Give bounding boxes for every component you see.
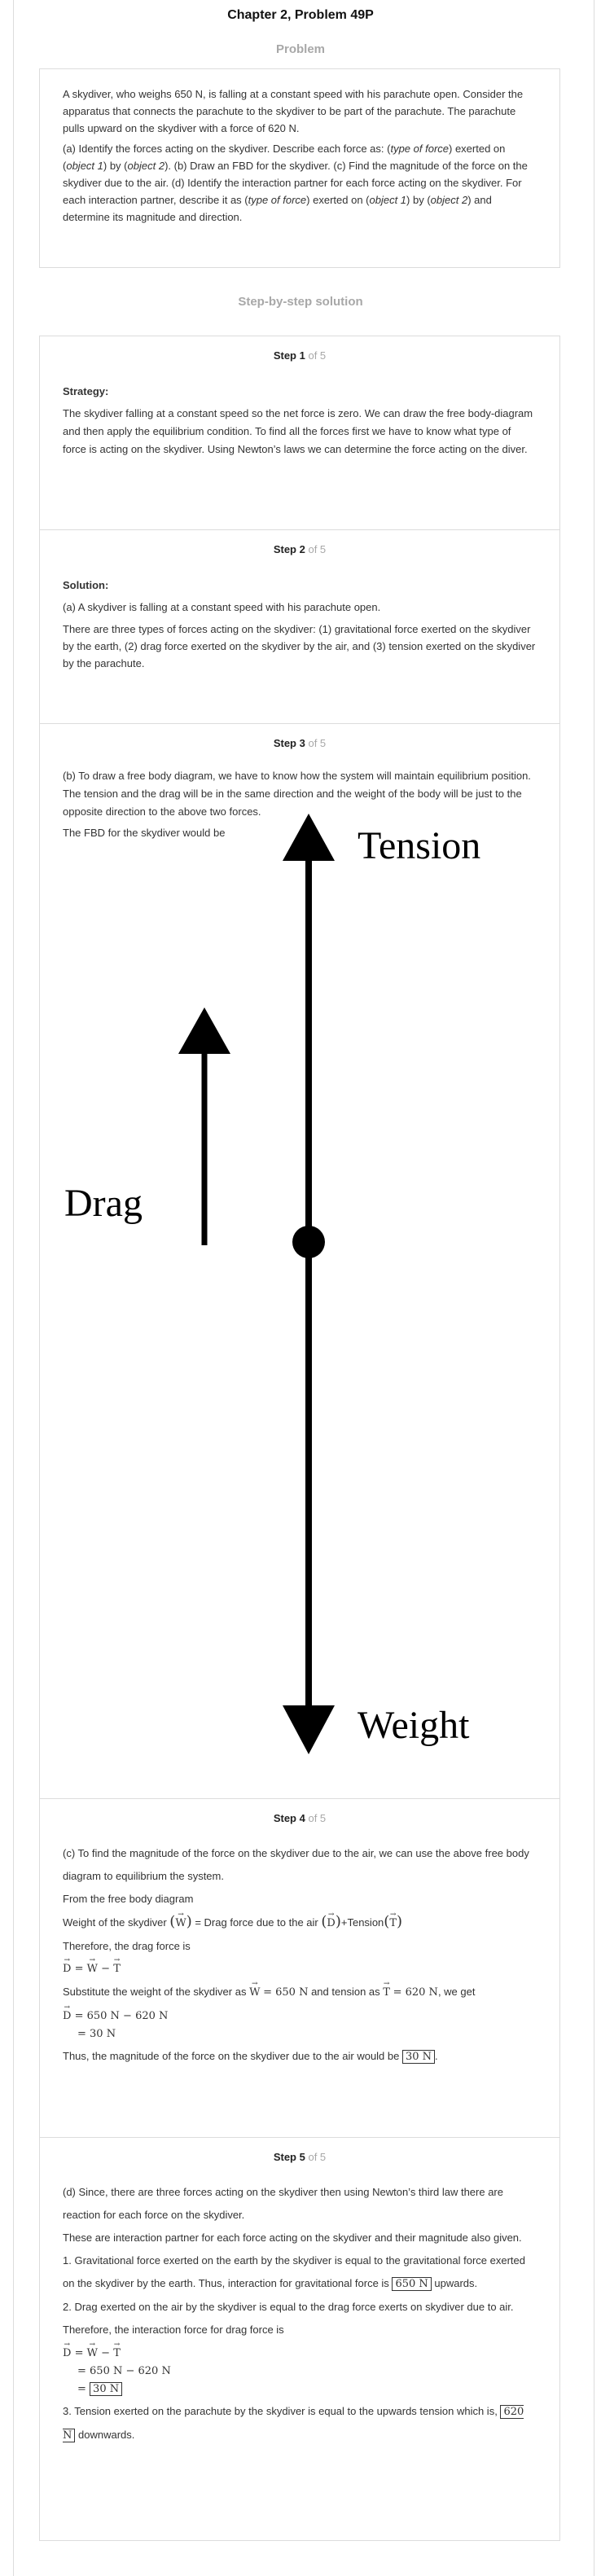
solution-box: Step 1 of 5 Strategy: The skydiver falli…	[39, 336, 560, 2541]
step-3-content: (b) To draw a free body diagram, we have…	[40, 767, 559, 841]
step-2-line-1: (a) A skydiver is falling at a constant …	[63, 601, 381, 613]
drag-arrowhead	[178, 1007, 230, 1054]
substitute-sentence: Substitute the weight of the skydiver as…	[63, 1973, 537, 2004]
step-3: Step 3 of 5 (b) To draw a free body diag…	[40, 724, 559, 1799]
step-3-header: Step 3 of 5	[273, 737, 327, 749]
item-1-answer: 650 N	[392, 2277, 432, 2291]
step-3-line-1: (b) To draw a free body diagram, we have…	[63, 770, 531, 818]
step-2: Step 2 of 5 Solution: (a) A skydiver is …	[40, 530, 559, 724]
step-5-content: (d) Since, there are three forces acting…	[40, 2181, 559, 2447]
step-2-content: Solution: (a) A skydiver is falling at a…	[40, 577, 559, 672]
therefore-text: Therefore, the drag force is	[63, 1940, 191, 1952]
skydiver-point	[292, 1226, 325, 1258]
drag-equation: D = W − T	[63, 1949, 537, 1981]
step-5-line-1: (d) Since, there are three forces acting…	[63, 2186, 503, 2221]
weight-equation-sentence: Weight of the skydiver (W) = Drag force …	[63, 1903, 537, 1935]
tension-label: Tension	[358, 824, 480, 867]
step-4: Step 4 of 5 (c) To find the magnitude of…	[40, 1799, 559, 2138]
free-body-diagram: Tension Drag Weight	[64, 814, 480, 1754]
problem-heading: Problem	[275, 42, 325, 56]
step-4-conclusion: Thus, the magnitude of the force on the …	[63, 2050, 438, 2064]
step-4-answer: 30 N	[401, 2050, 436, 2064]
problem-paragraph-1: A skydiver, who weighs 650 N, is falling…	[63, 88, 524, 134]
weight-arrowhead	[283, 1705, 335, 1754]
w-vector: W	[175, 1903, 186, 1935]
weight-label: Weight	[358, 1704, 470, 1747]
step-4-line-1: (c) To find the magnitude of the force o…	[63, 1847, 529, 1882]
step-5-header: Step 5 of 5	[273, 2151, 327, 2163]
step-2-header: Step 2 of 5	[273, 543, 327, 555]
page-frame	[13, 0, 594, 2576]
strategy-label: Strategy:	[63, 385, 109, 397]
step-5-item-3: 3. Tension exerted on the parachute by t…	[63, 2405, 524, 2442]
step-4-calculation: D = 650 N − 620 N = 30 N	[63, 1999, 537, 2043]
tension-arrowhead	[283, 814, 335, 861]
step-1: Step 1 of 5 Strategy: The skydiver falli…	[40, 336, 559, 530]
step-3-line-2: The FBD for the skydiver would be	[63, 827, 226, 839]
step-1-content: Strategy: The skydiver falling at a cons…	[40, 383, 559, 459]
item-2-answer: 30 N	[90, 2382, 123, 2396]
step-5-line-2: These are interaction partner for each f…	[63, 2232, 522, 2244]
solution-label: Solution:	[63, 579, 109, 591]
t-vector: T	[389, 1903, 397, 1935]
step-5: Step 5 of 5 (d) Since, there are three f…	[40, 2138, 559, 2542]
step-5-item-2: 2. Drag exerted on the air by the skydiv…	[63, 2301, 514, 2336]
d-vector: D	[327, 1903, 336, 1935]
solution-heading: Step-by-step solution	[238, 295, 363, 309]
problem-paragraph-2: (a) Identify the forces acting on the sk…	[63, 143, 528, 223]
problem-box: A skydiver, who weighs 650 N, is falling…	[39, 68, 560, 268]
item-3-answer: 620 N	[63, 2405, 524, 2442]
drag-label: Drag	[64, 1182, 143, 1225]
step-4-header: Step 4 of 5	[273, 1812, 327, 1824]
page-title: Chapter 2, Problem 49P	[227, 8, 374, 22]
problem-text: A skydiver, who weighs 650 N, is falling…	[40, 69, 559, 226]
step-5-item-1: 1. Gravitational force exerted on the ea…	[63, 2254, 525, 2291]
step-1-header: Step 1 of 5	[273, 349, 327, 362]
strategy-text: The skydiver falling at a constant speed…	[63, 407, 533, 455]
step-2-line-2: There are three types of forces acting o…	[63, 623, 536, 669]
step-5-calculation: D = W − T = 650 N − 620 N = 30 N	[63, 2336, 537, 2398]
step-4-content: (c) To find the magnitude of the force o…	[40, 1842, 559, 2069]
step-4-line-2: From the free body diagram	[63, 1893, 194, 1905]
